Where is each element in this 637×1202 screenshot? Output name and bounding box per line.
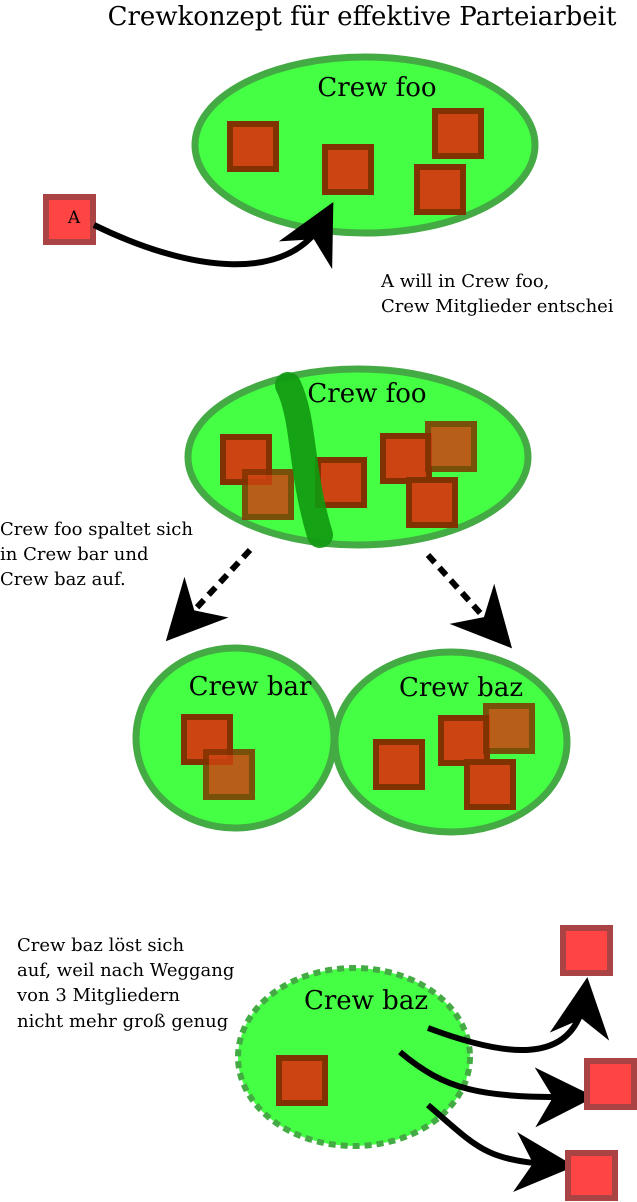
scene2-note-line1: Crew foo spaltet sich	[0, 519, 193, 540]
split-arrow-right	[425, 552, 513, 649]
member-node	[464, 759, 516, 810]
member-node	[483, 703, 535, 754]
member-node	[432, 108, 484, 159]
crew-bar-label: Crew bar	[189, 672, 312, 702]
member-node	[203, 749, 255, 800]
scene2-note-line3: Crew baz auf.	[0, 569, 126, 590]
member-node	[315, 457, 367, 508]
member-node	[373, 739, 425, 790]
member-node	[276, 1055, 328, 1106]
scene1-note-line2: Crew Mitglieder entschei	[381, 296, 614, 317]
split-arrow-left	[165, 547, 253, 642]
leave-arrow-2	[398, 1049, 595, 1128]
scene3-note-line3: von 3 Mitgliedern	[16, 985, 180, 1006]
member-node	[406, 477, 458, 528]
crew-baz-label: Crew baz	[399, 673, 523, 703]
scene3-note-line2: auf, weil nach Weggang	[17, 960, 234, 981]
scene-2: Crew foo Crew foo spaltet sich in Crew b…	[0, 365, 571, 836]
member-node	[242, 469, 294, 520]
departed-member-node	[565, 1150, 618, 1201]
scene-3: Crew baz löst sich auf, weil nach Weggan…	[16, 925, 637, 1201]
member-node	[227, 121, 279, 172]
scene3-note-line4: nicht mehr groß genug	[17, 1011, 228, 1032]
member-node	[438, 715, 490, 766]
scene-1: Crew foo A A will in Crew foo, Crew Mitg…	[43, 53, 614, 317]
scene3-note-line1: Crew baz löst sich	[17, 935, 184, 956]
crew-foo-label: Crew foo	[317, 73, 436, 103]
join-arrow	[92, 202, 334, 270]
member-node	[380, 433, 432, 484]
crew-foo-splitting-label: Crew foo	[307, 379, 426, 409]
diagram-title: Crewkonzept für effektive Parteiarbeit	[108, 2, 617, 32]
scene1-note-line1: A will in Crew foo,	[380, 271, 549, 292]
member-node	[322, 144, 374, 195]
leave-arrow-1	[426, 977, 610, 1054]
split-line	[275, 372, 333, 548]
scene2-note-line2: in Crew bar und	[0, 544, 149, 565]
member-node	[425, 421, 477, 472]
departed-member-node	[584, 1058, 637, 1110]
departed-member-node	[560, 925, 613, 976]
member-node	[414, 164, 466, 215]
crew-baz-dissolving-label: Crew baz	[304, 986, 428, 1016]
newcomer-a-label: A	[67, 208, 81, 228]
newcomer-a-node	[43, 194, 96, 245]
leave-arrow-3	[426, 1102, 575, 1193]
